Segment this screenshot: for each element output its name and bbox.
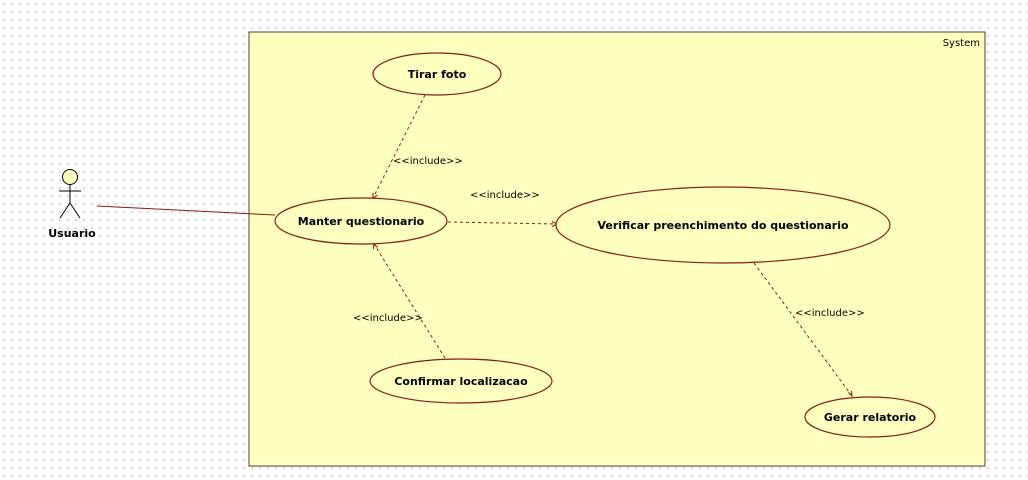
use-case-gerar-relatorio[interactable]: Gerar relatorio	[804, 396, 936, 438]
use-case-manter-questionario[interactable]: Manter questionario	[274, 197, 448, 245]
use-case-manter-questionario-ellipse	[274, 197, 448, 245]
use-case-confirmar-localizacao-ellipse	[369, 358, 553, 404]
include-label-1: <<include>>	[393, 156, 463, 167]
include-label-3: <<include>>	[353, 313, 423, 324]
system-label: System	[943, 38, 980, 49]
use-case-verificar-preenchimento-label: Verificar preenchimento do questionario	[597, 219, 848, 232]
use-case-verificar-preenchimento-ellipse	[555, 186, 891, 264]
actor-head	[62, 169, 78, 185]
use-case-tirar-foto-label: Tirar foto	[408, 68, 467, 81]
use-case-verificar-preenchimento[interactable]: Verificar preenchimento do questionario	[555, 186, 891, 264]
use-case-tirar-foto-ellipse	[372, 52, 502, 96]
use-case-confirmar-localizacao-label: Confirmar localizacao	[394, 375, 528, 388]
include-line-verificar[interactable]	[447, 221, 558, 225]
actor-left-leg	[59, 202, 71, 219]
include-label-2: <<include>>	[470, 190, 540, 201]
use-case-confirmar-localizacao[interactable]: Confirmar localizacao	[369, 358, 553, 404]
arrowhead-gerar	[848, 390, 853, 398]
use-case-gerar-relatorio-ellipse	[804, 396, 936, 438]
use-case-gerar-relatorio-label: Gerar relatorio	[824, 411, 917, 424]
association-line[interactable]	[96, 205, 276, 216]
include-line-tirar-foto[interactable]	[372, 94, 426, 199]
use-case-tirar-foto[interactable]: Tirar foto	[372, 52, 502, 96]
actor-label: Usuario	[48, 227, 96, 240]
use-case-manter-questionario-label: Manter questionario	[298, 215, 425, 228]
actor-right-leg	[69, 202, 81, 219]
include-label-4: <<include>>	[795, 308, 865, 319]
include-line-confirmar[interactable]	[373, 243, 446, 359]
actor-usuario[interactable]: Usuario	[48, 169, 96, 241]
